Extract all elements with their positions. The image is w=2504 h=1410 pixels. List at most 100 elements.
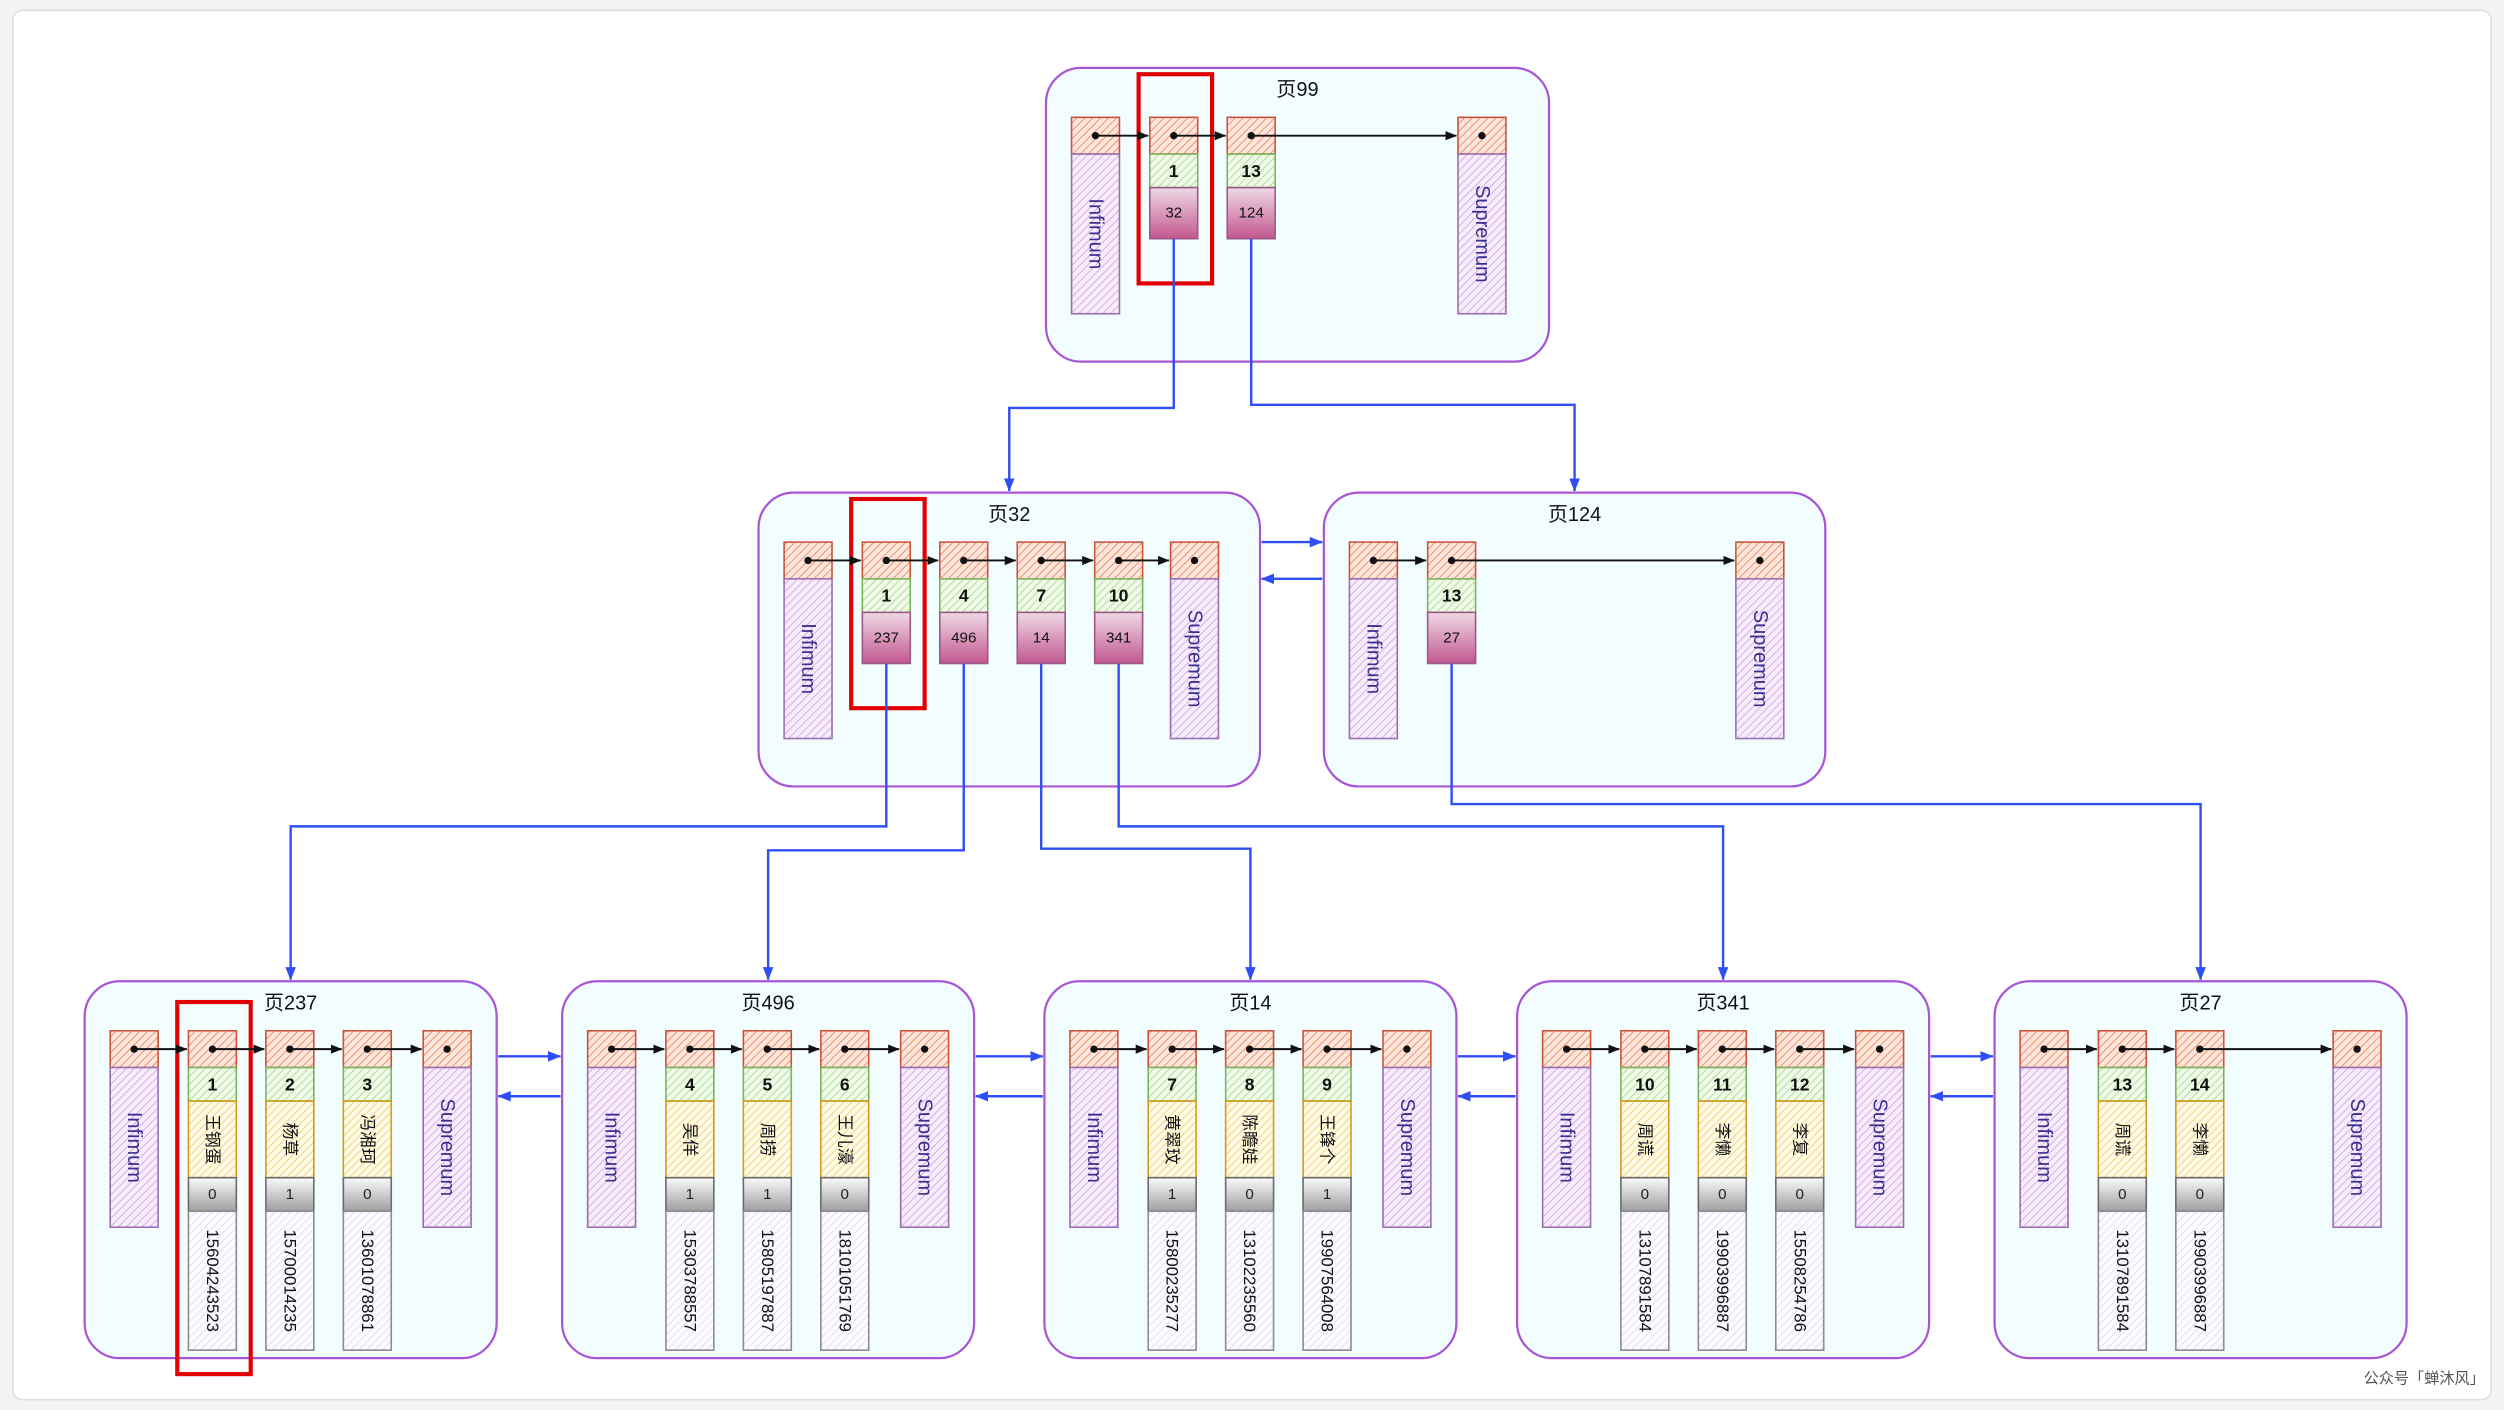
pointer-dot xyxy=(1114,556,1123,565)
phone-box xyxy=(2097,1210,2148,1351)
pointer-dot xyxy=(363,1045,371,1053)
record-flag: 0 xyxy=(2196,1186,2204,1203)
page-title: 页237 xyxy=(264,993,317,1015)
supremum-box xyxy=(1854,1066,1905,1228)
directory-record: 10 341 xyxy=(1093,541,1144,665)
pointer-dot xyxy=(1190,556,1199,565)
record-key: 1 xyxy=(208,1074,218,1094)
flag-box xyxy=(187,1176,238,1213)
name-box xyxy=(1147,1100,1197,1179)
supremum-record: Supremum xyxy=(1457,116,1507,315)
infimum-box xyxy=(1069,1066,1119,1228)
supremum-record: Supremum xyxy=(1382,1029,1432,1228)
record-phone: 15805197887 xyxy=(758,1229,777,1331)
record-name: 周捞 xyxy=(758,1123,777,1157)
record-flag: 0 xyxy=(1245,1186,1253,1203)
record-key: 3 xyxy=(362,1074,372,1094)
pointer-dot xyxy=(1403,1045,1411,1053)
supremum-box xyxy=(1457,153,1507,315)
child-page-number: 341 xyxy=(1106,629,1131,646)
record-phone: 19903996887 xyxy=(1713,1229,1732,1331)
child-pointer-line xyxy=(762,663,965,981)
pointer-dot xyxy=(2353,1045,2361,1053)
page-title: 页99 xyxy=(1276,79,1318,101)
record-phone: 15303788557 xyxy=(680,1229,699,1331)
record-phone: 15508254786 xyxy=(1790,1229,1809,1331)
infimum-box xyxy=(109,1066,159,1228)
pointer-slot xyxy=(1854,1029,1905,1069)
pointer-slot xyxy=(422,1029,472,1069)
record-key: 4 xyxy=(959,586,969,606)
infimum-record: Infimum xyxy=(1348,541,1399,740)
record-flag: 0 xyxy=(208,1186,216,1203)
highlight-frame xyxy=(849,496,927,711)
record-key: 1 xyxy=(881,586,891,606)
flag-box xyxy=(1620,1176,1670,1213)
record-flag: 1 xyxy=(763,1186,771,1203)
page-title: 页14 xyxy=(1229,993,1271,1015)
phone-box xyxy=(742,1210,793,1351)
highlight-frame xyxy=(175,999,253,1377)
infimum-label: Infimum xyxy=(1556,1112,1578,1183)
infimum-label: Infimum xyxy=(2033,1112,2055,1183)
record-name: 李懒 xyxy=(2190,1123,2209,1157)
supremum-label: Supremum xyxy=(1184,610,1206,708)
infimum-label: Infimum xyxy=(601,1112,623,1183)
record-key: 10 xyxy=(1109,586,1129,606)
infimum-label: Infimum xyxy=(1083,1112,1105,1183)
page-title: 页27 xyxy=(2180,993,2222,1015)
key-box xyxy=(742,1066,793,1102)
infimum-box xyxy=(1348,578,1399,740)
record-phone: 19907564008 xyxy=(1318,1229,1337,1331)
directory-record: 132 xyxy=(1136,72,1215,286)
page-links xyxy=(285,238,2206,1102)
record-flag: 0 xyxy=(1718,1186,1726,1203)
flag-box xyxy=(265,1176,315,1213)
name-box xyxy=(1224,1100,1275,1179)
flag-box xyxy=(342,1176,393,1213)
record-flag: 0 xyxy=(363,1186,371,1203)
infimum-box xyxy=(1541,1066,1592,1228)
pointer-slot xyxy=(1169,541,1220,580)
record-key: 4 xyxy=(685,1074,695,1094)
key-box xyxy=(1224,1066,1275,1102)
infimum-record: Infimum xyxy=(1070,116,1121,315)
flag-box xyxy=(1697,1176,1748,1213)
infimum-record: Infimum xyxy=(1541,1029,1592,1228)
child-page-box xyxy=(1226,186,1276,240)
record-key: 12 xyxy=(1790,1074,1810,1094)
phone-box xyxy=(820,1210,870,1351)
watermark: 公众号「蝉沐风」 xyxy=(2364,1371,2485,1388)
name-box xyxy=(265,1100,315,1179)
pointer-dot xyxy=(1875,1045,1884,1053)
record-name: 王钢蛋 xyxy=(203,1114,222,1165)
key-box xyxy=(2175,1066,2225,1102)
child-page-box xyxy=(938,611,989,665)
record-key: 2 xyxy=(285,1074,295,1094)
record-phone: 13107891584 xyxy=(2113,1229,2132,1331)
record-name: 杨草 xyxy=(280,1123,299,1157)
child-page-number: 124 xyxy=(1239,205,1264,222)
record-name: 吴佯 xyxy=(680,1123,699,1157)
child-page-number: 27 xyxy=(1443,629,1460,646)
key-box xyxy=(938,578,989,614)
record-key: 8 xyxy=(1245,1074,1255,1094)
child-page-number: 14 xyxy=(1033,629,1050,646)
supremum-record: Supremum xyxy=(1735,541,1785,740)
infimum-record: Infimum xyxy=(783,541,833,740)
key-box xyxy=(342,1066,393,1102)
name-box xyxy=(1302,1100,1352,1179)
